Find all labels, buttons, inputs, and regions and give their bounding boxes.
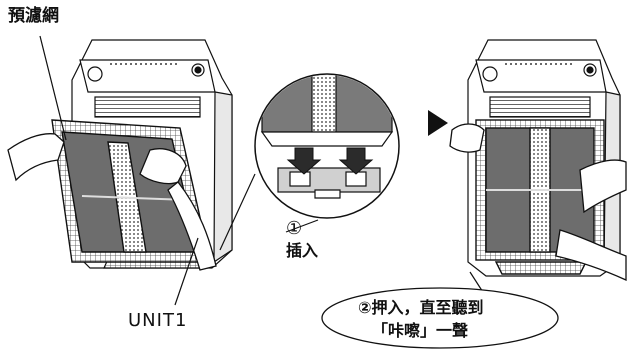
zoom-connector-line	[219, 173, 256, 251]
step1-leader-line	[285, 219, 319, 233]
left-hand	[7, 133, 217, 271]
zoom-detail	[254, 73, 400, 219]
right-hand	[449, 123, 627, 282]
down-arrow-icon	[286, 147, 322, 175]
prefilter-label: 預濾網	[8, 6, 59, 26]
step1-text: 插入	[286, 241, 319, 260]
step1-number: ①	[286, 218, 303, 239]
prefilter-leader-line	[39, 35, 67, 141]
down-arrow-icon	[338, 147, 374, 175]
step2-callout	[321, 271, 559, 349]
arrow-right-icon	[428, 110, 448, 136]
unit-leader-line	[174, 237, 199, 306]
step2-line1: ②押入，直至聽到	[358, 298, 484, 317]
step2-line2: 「咔嚓」一聲	[372, 321, 469, 340]
unit-label: UNIT1	[128, 310, 188, 331]
